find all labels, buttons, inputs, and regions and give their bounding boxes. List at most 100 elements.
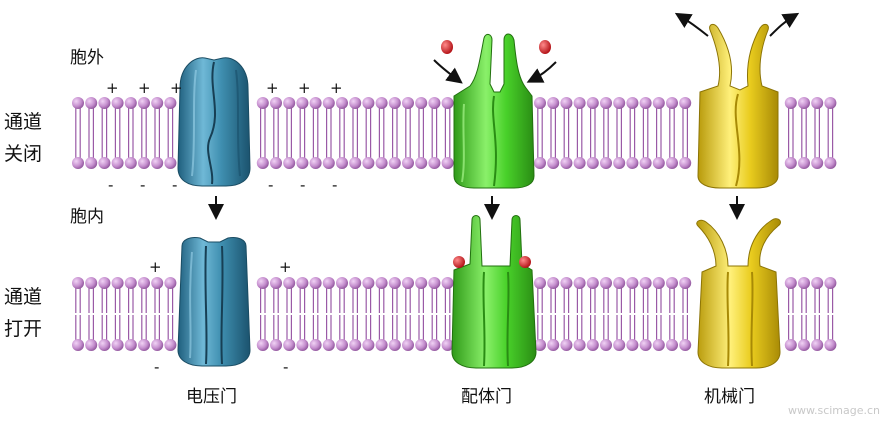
- lipid-head: [375, 157, 388, 169]
- lipid-head: [679, 97, 692, 109]
- lipid-head: [72, 97, 84, 109]
- lipid-head: [798, 277, 810, 289]
- positive-charge: +: [266, 79, 279, 97]
- positive-charge: +: [170, 79, 183, 97]
- lipid-head: [560, 339, 573, 351]
- lipid-head: [111, 97, 124, 109]
- lipid-head: [824, 339, 837, 351]
- lipid-head: [124, 97, 137, 109]
- lipid-head: [415, 157, 428, 169]
- lipid-head: [824, 277, 837, 289]
- lipid-head: [85, 277, 98, 289]
- lipid-head: [151, 97, 164, 109]
- lipid-head: [600, 339, 612, 351]
- lipid-head: [336, 339, 348, 351]
- ligand-molecule-icon: [441, 40, 551, 268]
- lipid-head: [296, 97, 309, 109]
- lipid-head: [798, 339, 810, 351]
- lipid-head: [626, 157, 639, 169]
- lipid-head: [441, 157, 454, 169]
- arrow-down-icon: [208, 196, 745, 220]
- lipid-head: [415, 97, 428, 109]
- lipid-head: [164, 97, 177, 109]
- negative-charge: -: [268, 176, 273, 194]
- lipid-head: [402, 157, 414, 169]
- ligand-gate-caption: 配体门: [461, 387, 512, 407]
- lipid-head: [600, 97, 612, 109]
- ligand-channel-closed: [453, 33, 535, 189]
- lipid-head: [639, 339, 652, 351]
- lipid-head: [626, 339, 639, 351]
- lipid-head: [652, 97, 665, 109]
- lipid-head: [322, 157, 335, 169]
- lipid-head: [586, 97, 599, 109]
- lipid-head: [388, 339, 401, 351]
- lipid-head: [138, 97, 150, 109]
- lipid-head: [441, 97, 454, 109]
- lipid-head: [613, 157, 626, 169]
- lipid-head: [283, 339, 296, 351]
- positive-charge: +: [279, 258, 292, 276]
- closed-label-line1: 通道: [4, 111, 42, 133]
- mechanical-gate-caption: 机械门: [704, 387, 755, 407]
- lipid-head: [441, 277, 454, 289]
- lipid-head: [547, 97, 560, 109]
- lipid-head: [402, 277, 414, 289]
- lipid-head: [85, 339, 98, 351]
- lipid-head: [111, 157, 124, 169]
- lipid-head: [85, 157, 98, 169]
- lipid-head: [666, 157, 678, 169]
- lipid-head: [164, 157, 177, 169]
- lipid-head: [600, 157, 612, 169]
- lipid-head: [811, 339, 824, 351]
- lipid-head: [270, 97, 282, 109]
- lipid-head: [600, 277, 612, 289]
- lipid-head: [111, 277, 124, 289]
- watermark: www.scimage.cn: [788, 404, 880, 417]
- lipid-head: [309, 339, 322, 351]
- lipid-head: [639, 277, 652, 289]
- lipid-head: [151, 277, 164, 289]
- lipid-head: [336, 97, 348, 109]
- lipid-head: [784, 339, 797, 351]
- lipid-head: [586, 157, 599, 169]
- negative-charge: -: [108, 176, 113, 194]
- inside-label: 胞内: [70, 207, 104, 227]
- lipid-head: [111, 339, 124, 351]
- lipid-head: [652, 157, 665, 169]
- negative-charge: -: [154, 358, 159, 376]
- curved-arrow-icon: [433, 59, 557, 84]
- lipid-head: [72, 157, 84, 169]
- lipid-head: [613, 277, 626, 289]
- lipid-head: [98, 277, 111, 289]
- lipid-head: [666, 97, 678, 109]
- lipid-head: [283, 277, 296, 289]
- lipid-head: [679, 277, 692, 289]
- lipid-head: [151, 339, 164, 351]
- lipid-head: [428, 157, 441, 169]
- tension-arrow-icon: [674, 12, 800, 37]
- lipid-head: [626, 277, 639, 289]
- lipid-head: [441, 339, 454, 351]
- lipid-head: [573, 339, 586, 351]
- lipid-head: [415, 339, 428, 351]
- lipid-head: [138, 339, 150, 351]
- lipid-head: [322, 97, 335, 109]
- lipid-head: [534, 277, 546, 289]
- voltage-channel-open: [177, 237, 251, 367]
- negative-charge: -: [140, 176, 145, 194]
- lipid-head: [613, 97, 626, 109]
- open-label-line1: 通道: [4, 286, 42, 308]
- lipid-head: [573, 97, 586, 109]
- lipid-head: [164, 277, 177, 289]
- lipid-head: [270, 277, 282, 289]
- lipid-head: [402, 339, 414, 351]
- lipid-head: [679, 339, 692, 351]
- lipid-head: [534, 97, 546, 109]
- lipid-head: [349, 97, 362, 109]
- membrane-closed: [72, 97, 837, 169]
- lipid-head: [811, 157, 824, 169]
- lipid-head: [309, 157, 322, 169]
- voltage-gate-caption: 电压门: [186, 387, 237, 407]
